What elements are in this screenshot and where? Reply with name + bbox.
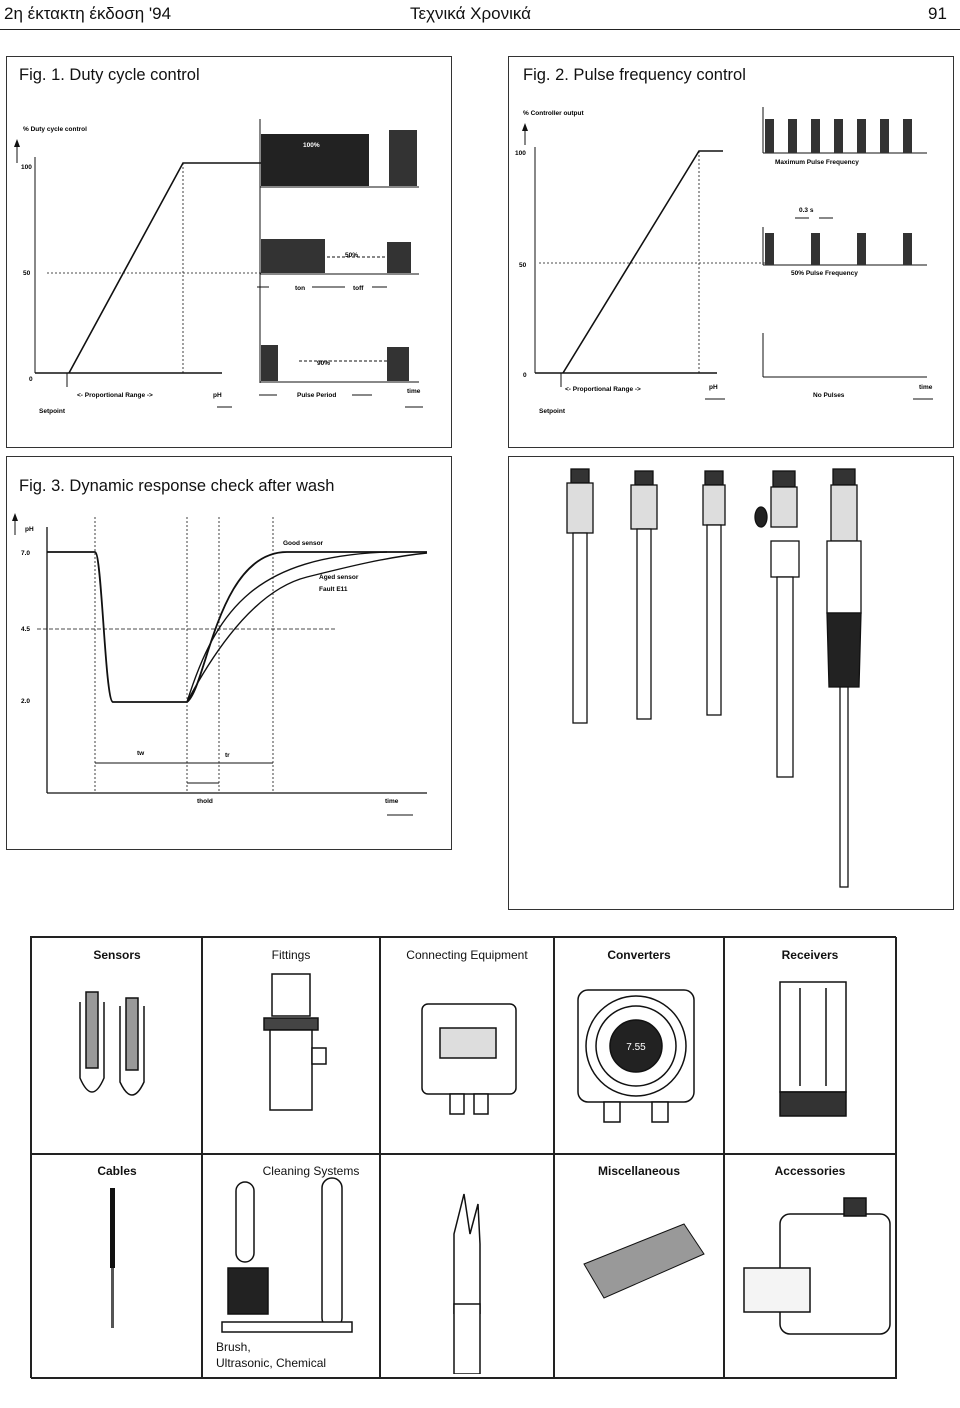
brush-label-line2: Ultrasonic, Chemical [216,1356,327,1370]
figure-3-panel: Fig. 3. Dynamic response check after was… [6,456,452,850]
figure-2-graph: % Controller output 100 50 0 Maximum Pul… [515,107,933,415]
catalog-label-accessories: Accessories [774,1164,846,1178]
fig3-time: time [385,798,399,805]
fig1-t-off: toff [353,285,364,292]
catalog-cell-fittings[interactable]: Fittings [201,937,381,1155]
fig2-prop-range: <- Proportional Range -> [565,386,641,393]
fig3-y-high: 7.0 [21,550,30,557]
fig1-ph: pH [213,392,222,399]
max-frequency-pulse [834,119,843,153]
converter-display: 7.55 [626,1042,646,1053]
header-center: Τεχνικά Χρονικά [410,4,532,23]
half-frequency-pulse [765,233,774,265]
connecting-equipment-image [421,1003,517,1115]
fig1-pulse-period: Pulse Period [297,392,336,399]
max-frequency-pulse [903,119,912,153]
fig2-y50: 50 [519,262,527,269]
product-catalog: Sensors Fittings Connecting Equipment [30,936,897,1379]
catalog-label-connecting: Connecting Equipment [406,948,528,962]
fig1-pct-mid: 50% [345,252,358,259]
max-frequency-pulse [765,119,774,153]
fig3-ylabel: pH [25,526,34,533]
accessories-image [743,1197,891,1335]
catalog-label-receivers: Receivers [781,948,839,962]
cleaning-systems-image [221,1177,353,1333]
fig2-ylabel: % Controller output [523,110,584,117]
fig2-y0: 0 [523,372,527,379]
fig1-ylabel: % Duty cycle control [23,126,87,133]
catalog-label-sensors: Sensors [93,948,141,962]
cables-image [110,1188,115,1328]
fig2-ph: pH [709,384,718,391]
catalog-label-cables: Cables [97,1164,137,1178]
misc-image [583,1223,705,1299]
fittings-image [263,973,327,1111]
half-frequency-pulse [903,233,912,265]
fig1-y0: 0 [29,376,33,383]
catalog-label-fittings: Fittings [271,948,311,962]
catalog-label-misc: Miscellaneous [597,1164,681,1178]
figure-2-title: Fig. 2. Pulse frequency control [523,66,746,84]
fig1-y100: 100 [21,164,32,171]
sensors-photo-panel [508,456,954,910]
fig2-interval: 0.3 s [799,207,814,214]
receiver-image [779,981,847,1117]
fig3-t-hold: thold [197,798,213,805]
fig3-t-w: tw [137,750,145,757]
catalog-cell-converters[interactable]: Converters 7.55 [553,937,725,1155]
figure-3-title: Fig. 3. Dynamic response check after was… [19,477,335,495]
figure-2-panel: Fig. 2. Pulse frequency control % Contro… [508,56,954,448]
fig2-no-pulses: No Pulses [813,392,845,399]
fig3-y-low: 2.0 [21,698,30,705]
catalog-label-converters: Converters [607,948,671,962]
figure-1-title: Fig. 1. Duty cycle control [19,66,200,84]
catalog-cell-accessories[interactable]: Accessories [723,1153,897,1379]
cable-detail-image [453,1193,481,1375]
catalog-cell-cables[interactable]: Cables [31,1153,203,1379]
fig1-y50: 50 [23,270,31,277]
catalog-label-cleaning: Cleaning Systems [262,1164,360,1178]
fig3-y-mid: 4.5 [21,626,30,633]
fig1-setpoint: Setpoint [39,408,66,415]
fig3-t-r: tr [225,752,230,759]
fig1-prop-range: <- Proportional Range -> [77,392,153,399]
brush-label-line1: Brush, [216,1340,251,1354]
max-frequency-pulse [811,119,820,153]
sensors-image [79,991,145,1096]
fig3-aged-sensor: Aged sensor [319,574,359,581]
catalog-cell-receivers[interactable]: Receivers [723,937,897,1155]
sensors-photo [566,468,862,888]
fig2-y100: 100 [515,150,526,157]
fig2-setpoint: Setpoint [539,408,566,415]
fig2-max-freq: Maximum Pulse Frequency [775,159,859,166]
converter-image: 7.55 [577,989,695,1123]
fig1-pct-bot: 90% [317,360,330,367]
catalog-cell-cable-detail [379,1153,555,1379]
half-frequency-pulse [857,233,866,265]
fig2-time: time [919,384,933,391]
fig1-time: time [407,388,421,395]
catalog-cell-connecting[interactable]: Connecting Equipment [379,937,555,1155]
catalog-cell-misc[interactable]: Miscellaneous [553,1153,725,1379]
header-rule [0,29,960,30]
max-frequency-pulse [857,119,866,153]
figure-1-panel: Fig. 1. Duty cycle control [6,56,452,448]
figure-3-graph: pH 7.0 4.5 2.0 Good sensor Aged sensor F… [12,513,428,816]
fig3-fault: Fault E11 [319,586,348,593]
fig1-pct-top: 100% [303,142,320,149]
max-frequency-pulse [788,119,797,153]
page-number: 91 [928,4,947,23]
catalog-cell-cleaning[interactable]: Cleaning Systems Brush, Ultrasonic, Chem… [201,1153,381,1379]
catalog-cell-sensors[interactable]: Sensors [31,937,203,1155]
figure-1-graph: % Duty cycle control 100 50 0 <- Proport… [14,119,423,415]
fig2-half-freq: 50% Pulse Frequency [791,270,858,277]
max-frequency-pulse [880,119,889,153]
fig3-good-sensor: Good sensor [283,540,324,547]
header-left: 2η έκτακτη έκδοση '94 [4,4,172,23]
half-frequency-pulse [811,233,820,265]
fig1-t-on: ton [295,285,305,292]
